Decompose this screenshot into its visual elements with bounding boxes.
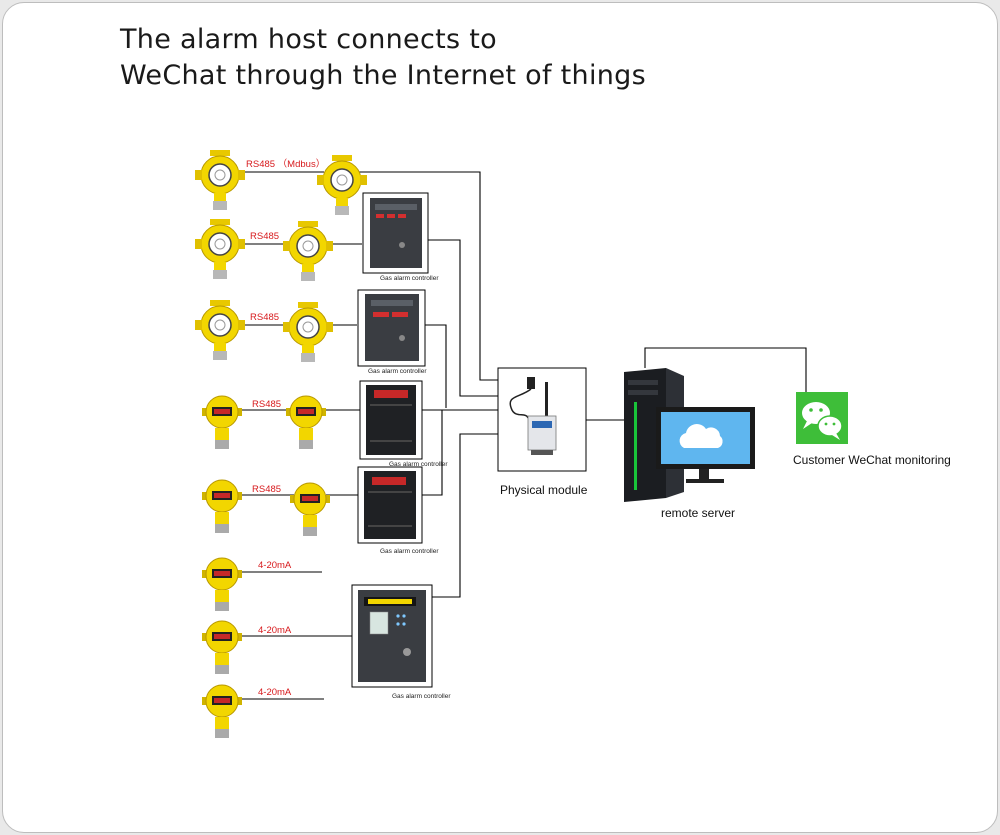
module-label: Physical module	[500, 483, 588, 497]
gas-detector-icon	[282, 220, 334, 282]
gas-detector-icon	[201, 684, 243, 739]
gas-detector-icon	[194, 218, 246, 280]
signal-label-rs485: RS485	[250, 312, 279, 323]
gas-alarm-controller: Gas alarm controller	[357, 466, 439, 555]
gas-detector-icon	[201, 479, 243, 534]
signal-label-4-20ma: 4-20mA	[258, 687, 292, 698]
controller-label: Gas alarm controller	[368, 368, 427, 375]
wechat-icon	[796, 392, 848, 444]
signal-label-4-20ma: 4-20mA	[258, 560, 292, 571]
controller-label: Gas alarm controller	[380, 275, 439, 282]
signal-label-rs485: RS485	[252, 484, 281, 495]
gas-detector-icon	[289, 482, 331, 537]
controller-label: Gas alarm controller	[380, 548, 439, 555]
gas-detector-icon	[282, 301, 334, 363]
gas-detector-icon	[201, 557, 243, 612]
gas-alarm-controller: Gas alarm controller	[362, 192, 439, 282]
gas-detector-icon	[201, 395, 243, 450]
signal-label-rs485-mdbus: RS485 （Mdbus）	[246, 158, 325, 170]
wechat-label: Customer WeChat monitoring	[793, 453, 951, 467]
gas-detector-icon	[201, 620, 243, 675]
page-title: The alarm host connects to WeChat throug…	[120, 22, 646, 94]
cloud-icon	[679, 424, 723, 448]
gas-detector-icon	[285, 395, 327, 450]
gas-alarm-controller: Gas alarm controller	[357, 289, 427, 375]
remote-server: remote server	[624, 368, 755, 520]
title-line-2: WeChat through the Internet of things	[120, 60, 646, 91]
controller-label: Gas alarm controller	[389, 461, 448, 468]
signal-label-rs485: RS485	[250, 231, 279, 242]
physical-module: Physical module	[497, 367, 588, 497]
connection-lines	[238, 171, 807, 700]
gas-detector-icon	[194, 299, 246, 361]
gas-detector-icon	[194, 149, 246, 211]
title-line-1: The alarm host connects to	[120, 24, 497, 55]
controller-label: Gas alarm controller	[392, 693, 451, 700]
server-label: remote server	[661, 506, 735, 520]
gas-alarm-controller: Gas alarm controller	[351, 584, 451, 700]
signal-label-4-20ma: 4-20mA	[258, 625, 292, 636]
signal-label-rs485: RS485	[252, 399, 281, 410]
gas-alarm-controller: Gas alarm controller	[359, 380, 448, 468]
